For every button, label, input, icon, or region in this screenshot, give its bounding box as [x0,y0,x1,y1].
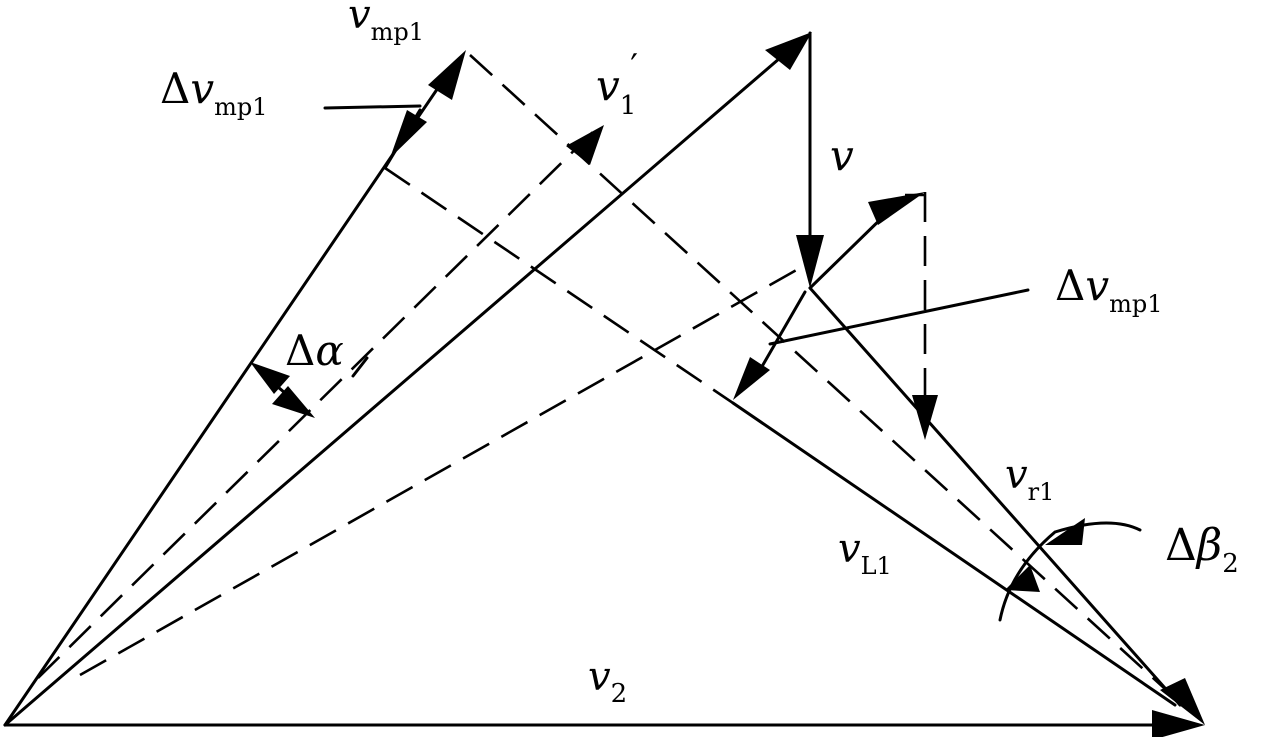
v2-arrowhead [1152,710,1205,737]
right-dashed-arrowhead [912,395,938,440]
vmp1-arrowhead [428,50,466,100]
label-v2: v2 [588,654,627,709]
delta-beta2-head-upper [1045,518,1085,545]
middle-dashed-line [384,166,734,405]
delta-beta2-arc [998,521,1142,622]
v1-prime-dashed-line [37,124,601,679]
label-delta-beta2: Δβ2 [1165,520,1239,579]
arrow-heads [250,32,1205,737]
v-arrowhead [796,235,824,288]
label-v-L1: vL1 [838,526,892,580]
label-delta-v-mp1-left: Δvmp1 [160,64,267,121]
delta-alpha-tick [351,356,369,378]
vr1-arrowhead [1160,678,1205,725]
v1-solid-line [3,56,782,727]
label-v1-prime: v1′ [596,47,638,121]
delta-vmp1-lower-arrowhead [733,357,770,400]
delta-vmp1-upper-arrowhead [868,192,925,225]
v1-prime-arrowhead [566,125,604,165]
vL1-line [731,401,1177,707]
label-delta-alpha: Δα [285,326,344,375]
delta-beta2-head-lower [1005,565,1040,592]
delta-vmp1-left-arrowhead [390,110,427,158]
label-v: v [830,131,854,180]
labels: vmp1 Δvmp1 v1′ v Δvmp1 Δα vr1 Δβ2 vL1 v2 [160,0,1239,709]
label-delta-v-mp1-right: Δvmp1 [1055,261,1162,318]
vmp1-vector-line [3,80,444,727]
delta-vmp1-right-leader [768,288,1030,346]
vr1-line [808,286,1182,707]
label-v-r1: vr1 [1005,452,1054,506]
solid-lines [3,31,1182,727]
label-v-mp1-top: vmp1 [348,0,424,46]
delta-alpha-head-lower [272,386,315,418]
v1-arrowhead [765,32,812,70]
delta-alpha-head-upper [250,362,290,394]
delta-vmp1-right-lower [758,290,807,372]
delta-vmp1-right-upper [808,208,892,290]
lower-dashed-line [79,266,801,677]
delta-vmp1-left-leader [323,104,422,110]
